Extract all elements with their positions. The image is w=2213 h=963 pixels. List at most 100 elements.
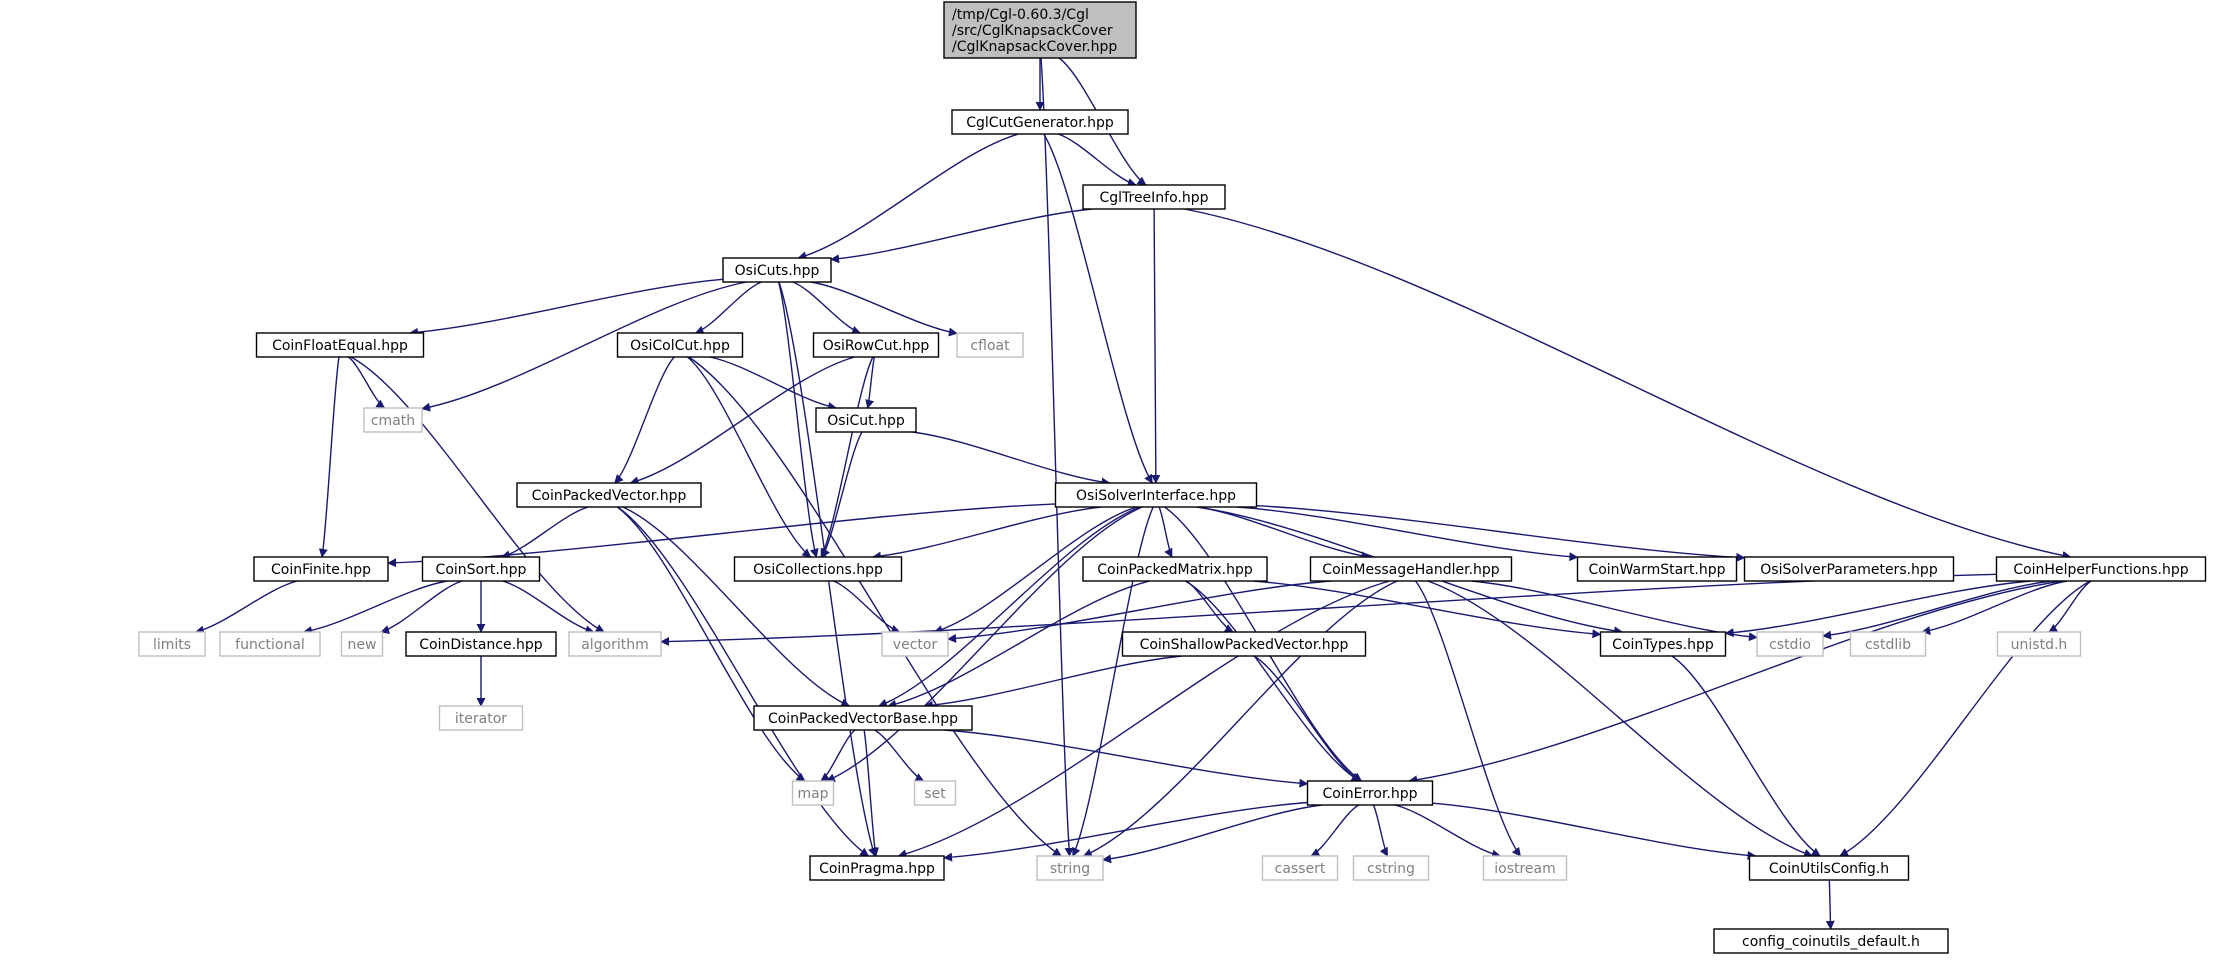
- node-coinpackedvector[interactable]: CoinPackedVector.hpp: [516, 482, 702, 508]
- node-coinshallowpackedvector[interactable]: CoinShallowPackedVector.hpp: [1121, 631, 1367, 657]
- node-cointypes[interactable]: CoinTypes.hpp: [1599, 631, 1727, 657]
- node-vector: vector: [881, 631, 949, 657]
- node-label: config_coinutils_default.h: [1742, 934, 1920, 950]
- node-label: CoinShallowPackedVector.hpp: [1140, 637, 1349, 653]
- edge-coinmessagehandler-to-cstdio: [1471, 580, 1758, 642]
- node-label: CoinFinite.hpp: [271, 562, 371, 578]
- node-osisolverparameters[interactable]: OsiSolverParameters.hpp: [1743, 556, 1955, 582]
- edge-osisolverinterface-to-osicollections: [871, 506, 1102, 561]
- node-box: [1849, 631, 1927, 657]
- edge-coinerror-to-iostream: [1394, 804, 1502, 859]
- node-cstring: cstring: [1352, 855, 1430, 881]
- node-label: functional: [235, 637, 305, 653]
- node-label: cstdlib: [1865, 637, 1911, 653]
- node-box: [438, 705, 524, 731]
- node-osisolverinterface[interactable]: OsiSolverInterface.hpp: [1054, 482, 1258, 508]
- node-coinutilsconfig[interactable]: CoinUtilsConfig.h: [1748, 855, 1910, 881]
- node-box: [421, 556, 541, 582]
- node-box: [722, 257, 832, 283]
- edge-coinerror-to-string: [1102, 804, 1323, 864]
- node-cfloat: cfloat: [956, 332, 1024, 358]
- edge-cglcutgenerator-to-cgltreeinfo: [1057, 133, 1137, 187]
- node-coinsort[interactable]: CoinSort.hpp: [421, 556, 541, 582]
- node-box: [913, 780, 957, 806]
- node-box: [219, 631, 321, 657]
- node-osicuts[interactable]: OsiCuts.hpp: [722, 257, 832, 283]
- node-label: OsiSolverInterface.hpp: [1076, 488, 1236, 504]
- node-label: OsiCut.hpp: [827, 413, 905, 429]
- edge-osicut-to-osisolverinterface: [912, 431, 1111, 487]
- node-config-coinutils-default[interactable]: config_coinutils_default.h: [1713, 928, 1949, 954]
- node-cglcutgenerator[interactable]: CglCutGenerator.hpp: [951, 109, 1129, 135]
- node-osicollections[interactable]: OsiCollections.hpp: [733, 556, 903, 582]
- node-root[interactable]: /tmp/Cgl-0.60.3/Cgl/src/CglKnapsackCover…: [943, 1, 1137, 59]
- edge-coinhelperfunctions-to-cstdio: [1822, 580, 2052, 640]
- node-label: CoinWarmStart.hpp: [1588, 562, 1725, 578]
- node-label: string: [1050, 861, 1090, 877]
- node-coinwarmstart[interactable]: CoinWarmStart.hpp: [1576, 556, 1738, 582]
- node-iostream: iostream: [1482, 855, 1568, 881]
- edge-osicuts-to-cfloat: [810, 281, 958, 337]
- node-box: [753, 705, 973, 731]
- node-label: CoinPackedMatrix.hpp: [1097, 562, 1253, 578]
- edge-cointypes-to-coinutilsconfig: [1671, 655, 1821, 857]
- node-box: [812, 332, 940, 358]
- edge-root-to-string: [1040, 57, 1074, 857]
- edge-osicuts-to-coinfloatequal: [409, 278, 724, 337]
- node-box: [733, 556, 903, 582]
- node-new: new: [340, 631, 384, 657]
- node-coinpackedvectorbase[interactable]: CoinPackedVectorBase.hpp: [753, 705, 973, 731]
- node-map: map: [791, 780, 835, 806]
- edge-coinfloatequal-to-algorithm: [350, 356, 605, 633]
- edge-coinutilsconfig-to-config-coinutils-default: [1825, 879, 1835, 930]
- node-box: [1309, 556, 1513, 582]
- edge-coinhelperfunctions-to-cointypes: [1724, 580, 2031, 638]
- node-osirowcut[interactable]: OsiRowCut.hpp: [812, 332, 940, 358]
- node-coinpragma[interactable]: CoinPragma.hpp: [809, 855, 945, 881]
- node-coinmessagehandler[interactable]: CoinMessageHandler.hpp: [1309, 556, 1513, 582]
- edge-cgltreeinfo-to-coinhelperfunctions: [1184, 208, 2072, 560]
- node-coindistance[interactable]: CoinDistance.hpp: [405, 631, 557, 657]
- node-label: CoinPackedVectorBase.hpp: [768, 711, 958, 727]
- node-coinfloatequal[interactable]: CoinFloatEqual.hpp: [255, 332, 425, 358]
- edge-osisolverinterface-to-coinpackedmatrix: [1158, 506, 1173, 558]
- node-coinhelperfunctions[interactable]: CoinHelperFunctions.hpp: [1995, 556, 2207, 582]
- node-functional: functional: [219, 631, 321, 657]
- edge-coinpackedmatrix-to-coinpackedvectorbase: [887, 580, 1151, 709]
- node-box: [1054, 482, 1258, 508]
- node-label: vector: [893, 637, 938, 653]
- edge-coinpackedmatrix-to-cointypes: [1253, 580, 1602, 639]
- edge-osirowcut-to-osicollections: [820, 356, 874, 558]
- node-label: CoinTypes.hpp: [1612, 637, 1714, 653]
- node-label: OsiCuts.hpp: [735, 263, 820, 279]
- node-box: [253, 556, 389, 582]
- node-coinfinite[interactable]: CoinFinite.hpp: [253, 556, 389, 582]
- node-osicolcut[interactable]: OsiColCut.hpp: [616, 332, 744, 358]
- node-label: CoinMessageHandler.hpp: [1322, 562, 1500, 578]
- edge-coinpackedvector-to-coinpragma: [617, 506, 870, 857]
- node-cgltreeinfo[interactable]: CglTreeInfo.hpp: [1082, 184, 1226, 210]
- node-coinpackedmatrix[interactable]: CoinPackedMatrix.hpp: [1082, 556, 1268, 582]
- node-label: CoinUtilsConfig.h: [1769, 861, 1889, 877]
- node-box: [1352, 855, 1430, 881]
- node-box: [1306, 780, 1434, 806]
- node-label: cmath: [371, 413, 415, 429]
- node-coinerror[interactable]: CoinError.hpp: [1306, 780, 1434, 806]
- edge-osicolcut-to-osicollections: [686, 356, 812, 558]
- node-box: [1748, 855, 1910, 881]
- node-label: new: [348, 637, 377, 653]
- node-label: /src/CglKnapsackCover: [952, 23, 1113, 39]
- edge-coinerror-to-coinutilsconfig: [1432, 802, 1757, 860]
- node-label: CoinFloatEqual.hpp: [272, 338, 408, 354]
- edge-coinmessagehandler-to-string: [1082, 580, 1398, 857]
- node-box: [956, 332, 1024, 358]
- edge-osisolverinterface-to-coinfinite: [387, 503, 1056, 568]
- node-osicut[interactable]: OsiCut.hpp: [815, 407, 917, 433]
- edge-coinpackedvectorbase-to-map: [820, 729, 856, 782]
- node-label: /tmp/Cgl-0.60.3/Cgl: [952, 7, 1089, 23]
- node-label: CoinError.hpp: [1322, 786, 1417, 802]
- edge-coinpackedmatrix-to-coinshallowpackedvector: [1185, 580, 1234, 633]
- node-iterator: iterator: [438, 705, 524, 731]
- node-box: [1082, 184, 1226, 210]
